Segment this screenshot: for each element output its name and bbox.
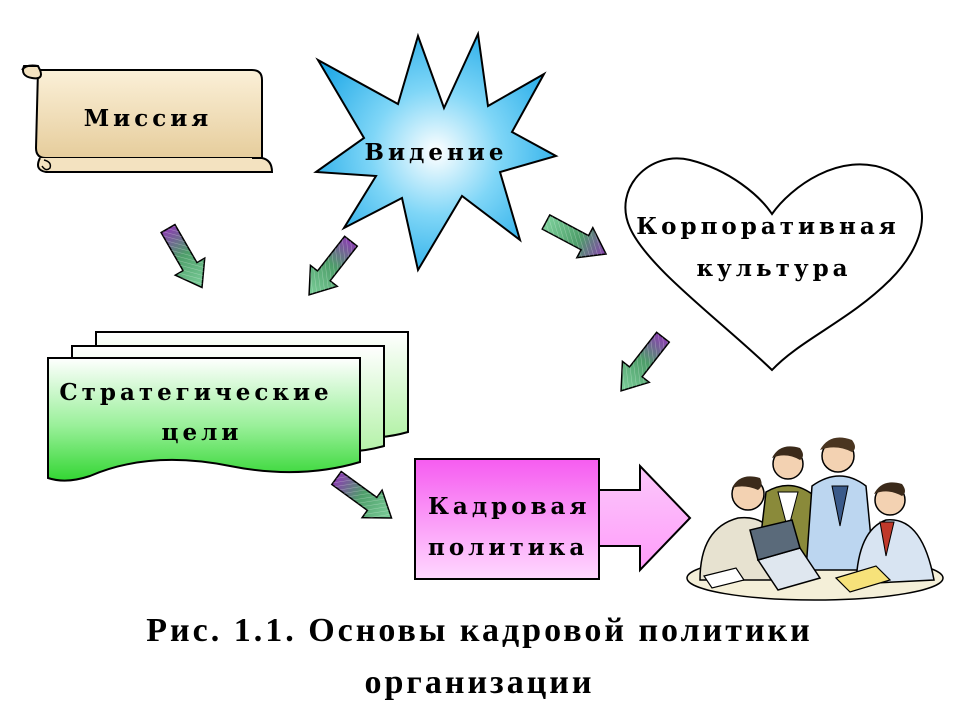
arrow-culture-to-policy: [620, 331, 671, 392]
policy-node: Кадровая политика: [414, 458, 602, 580]
goals-node: Стратегические цели: [47, 331, 409, 482]
goals-label-line2: цели: [162, 419, 243, 446]
goals-label: Стратегические цели: [59, 379, 344, 446]
goals-label-line1: Стратегические: [59, 379, 332, 406]
culture-label-line1: Корпоративная: [636, 213, 900, 240]
policy-label-line2: политика: [428, 534, 588, 561]
caption-line1: Рис. 1.1. Основы кадровой политики: [146, 612, 813, 649]
mission-node: Миссия: [21, 64, 274, 173]
vision-label: Видение: [365, 139, 508, 166]
policy-label-line1: Кадровая: [428, 493, 590, 520]
vision-node: Видение: [313, 30, 559, 273]
policy-label: Кадровая политика: [428, 493, 602, 561]
culture-label: Корпоративная культура: [636, 213, 912, 282]
caption-line2: организации: [364, 664, 595, 701]
people-illustration: [686, 437, 944, 601]
arrow-goals-to-policy: [330, 470, 393, 519]
arrow-vision-to-culture: [541, 213, 608, 259]
arrow-vision-to-goals: [308, 235, 359, 296]
culture-label-line2: культура: [696, 255, 851, 282]
culture-node: Корпоративная культура: [624, 157, 923, 372]
arrow-mission-to-goals: [160, 223, 206, 289]
policy-to-people-arrow: [598, 463, 692, 573]
mission-label: Миссия: [84, 105, 213, 132]
